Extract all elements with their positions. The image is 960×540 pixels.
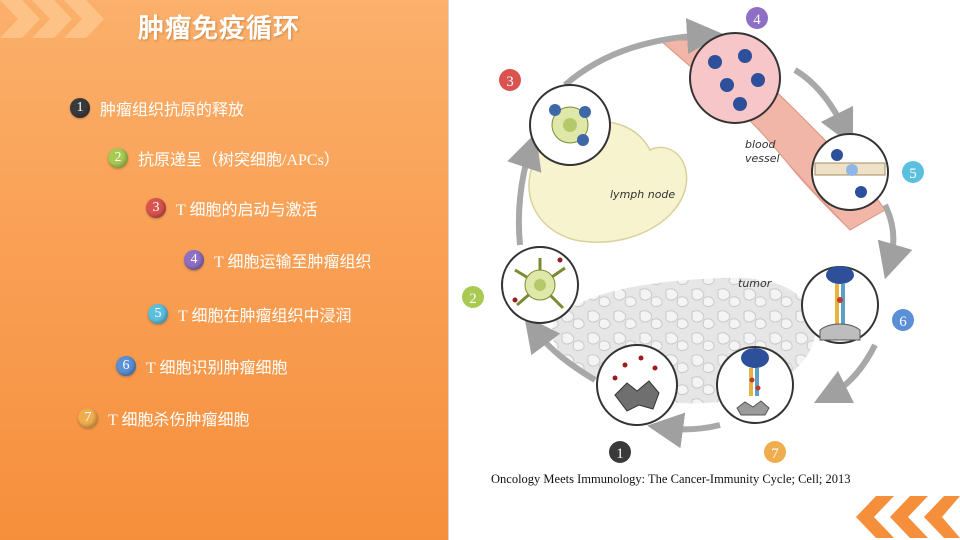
- cycle-arrow: [793, 67, 854, 147]
- lymph-node-label: lymph node: [610, 188, 675, 201]
- step-3: 3 T 细胞的启动与激活: [146, 196, 318, 220]
- step-2: 2 抗原递呈（树突细胞/APCs）: [108, 146, 340, 170]
- step-number: 7: [78, 408, 98, 428]
- step-label: T 细胞在肿瘤组织中浸润: [178, 308, 352, 325]
- badge-5: 5: [902, 161, 924, 183]
- svg-text:5: 5: [909, 166, 917, 182]
- step-number: 6: [116, 356, 136, 376]
- step-label: T 细胞识别肿瘤细胞: [146, 360, 288, 377]
- page-title: 肿瘤免疫循环: [138, 14, 301, 44]
- step-1: 1 肿瘤组织抗原的释放: [70, 96, 244, 120]
- cycle-arrow: [877, 203, 913, 280]
- step-7: 7 T 细胞杀伤肿瘤细胞: [78, 406, 250, 430]
- chevron-decoration-icon: [0, 0, 104, 38]
- left-panel: 肿瘤免疫循环 1 肿瘤组织抗原的释放 2 抗原递呈（树突细胞/APCs） 3 T…: [0, 0, 449, 540]
- step-label: T 细胞运输至肿瘤组织: [214, 254, 372, 271]
- step-label: 肿瘤组织抗原的释放: [100, 102, 245, 119]
- step-5-illustration: [811, 133, 889, 211]
- step-5: 5 T 细胞在肿瘤组织中浸润: [148, 302, 352, 326]
- blood-vessel-label-line2: vessel: [745, 152, 780, 165]
- svg-text:7: 7: [771, 446, 779, 462]
- svg-text:3: 3: [506, 74, 514, 90]
- step-2-illustration: [501, 246, 579, 324]
- svg-text:4: 4: [753, 12, 761, 28]
- citation: Oncology Meets Immunology: The Cancer-Im…: [491, 472, 851, 486]
- step-4: 4 T 细胞运输至肿瘤组织: [184, 248, 372, 272]
- svg-text:1: 1: [616, 446, 624, 462]
- cycle-arrow: [813, 343, 878, 404]
- step-number: 2: [108, 148, 128, 168]
- badge-4: 4: [746, 7, 768, 29]
- step-number: 4: [184, 250, 204, 270]
- step-4-illustration: [689, 32, 781, 124]
- blood-vessel-label-line1: blood: [745, 138, 776, 151]
- cycle-arrow: [647, 412, 721, 449]
- badge-1: 1: [609, 441, 631, 463]
- tumor-label: tumor: [738, 277, 773, 290]
- cycle-arrow: [524, 315, 597, 383]
- step-label: T 细胞的启动与激活: [176, 202, 318, 219]
- cycle-arrow: [563, 18, 723, 88]
- step-number: 1: [70, 98, 90, 118]
- step-1-illustration: [596, 344, 678, 426]
- step-number: 3: [146, 198, 166, 218]
- badge-2: 2: [462, 286, 484, 308]
- cycle-arrow: [507, 132, 542, 246]
- svg-text:6: 6: [899, 314, 907, 330]
- badge-6: 6: [892, 309, 914, 331]
- step-6: 6 T 细胞识别肿瘤细胞: [116, 354, 288, 378]
- cancer-immunity-cycle-diagram: lymph node blood vessel tumor 3 4 5 6 7 …: [462, 7, 924, 463]
- chevron-decoration-icon: [856, 496, 960, 538]
- step-6-illustration: [801, 266, 879, 344]
- step-3-illustration: [529, 84, 611, 166]
- step-label: T 细胞杀伤肿瘤细胞: [108, 412, 250, 429]
- step-label: 抗原递呈（树突细胞/APCs）: [138, 152, 340, 169]
- step-number: 5: [148, 304, 168, 324]
- svg-text:2: 2: [469, 291, 477, 307]
- step-7-illustration: [716, 346, 794, 424]
- badge-3: 3: [499, 69, 521, 91]
- badge-7: 7: [764, 441, 786, 463]
